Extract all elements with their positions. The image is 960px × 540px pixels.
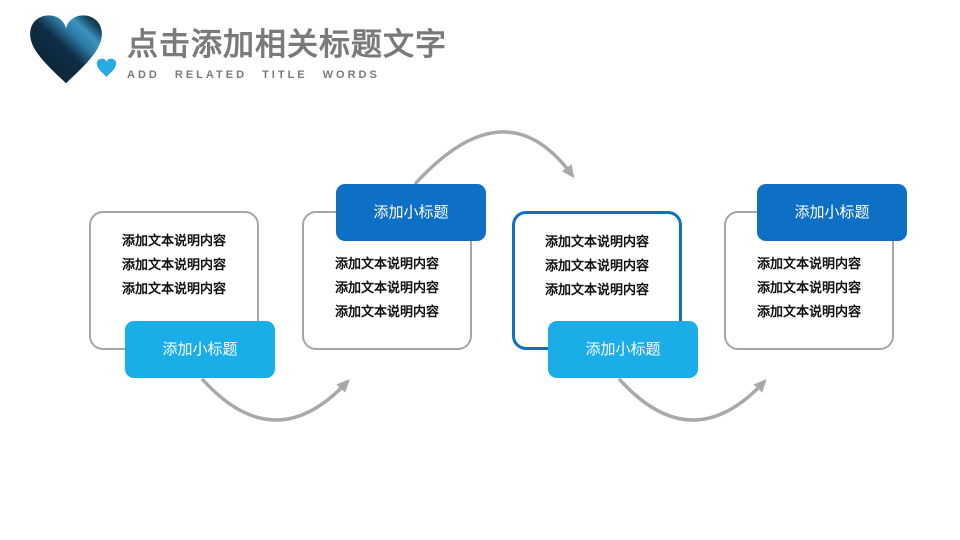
box-text-line: 添加文本说明内容 (756, 256, 861, 271)
curved-arrow-icon (618, 378, 767, 422)
box-text-line: 添加文本说明内容 (756, 304, 861, 319)
slide-title[interactable]: 点击添加相关标题文字 (127, 27, 447, 62)
box-text-line: 添加文本说明内容 (544, 258, 649, 273)
double-heart-logo (30, 15, 117, 84)
box-text-line: 添加文本说明内容 (334, 280, 439, 295)
step-label-4[interactable]: 添加小标题 (757, 184, 907, 241)
box-text-line: 添加文本说明内容 (544, 282, 649, 297)
box-text-line: 添加文本说明内容 (334, 304, 439, 319)
box-text-line: 添加文本说明内容 (544, 234, 649, 249)
curved-arrow-icon (201, 378, 350, 422)
step-label-2[interactable]: 添加小标题 (336, 184, 486, 241)
box-text-line: 添加文本说明内容 (121, 281, 226, 296)
step-box-3-text: 添加文本说明内容 添加文本说明内容 添加文本说明内容 (515, 214, 679, 302)
slide-subtitle[interactable]: ADD RELATED TITLE WORDS (127, 69, 380, 81)
box-text-line: 添加文本说明内容 (121, 257, 226, 272)
step-box-1-text: 添加文本说明内容 添加文本说明内容 添加文本说明内容 (91, 213, 257, 301)
small-heart-icon (96, 58, 117, 77)
box-text-line: 添加文本说明内容 (334, 256, 439, 271)
step-label-3[interactable]: 添加小标题 (548, 321, 698, 378)
step-label-1[interactable]: 添加小标题 (125, 321, 275, 378)
step-box-2-text: 添加文本说明内容 添加文本说明内容 添加文本说明内容 (304, 213, 470, 324)
curved-arrow-icon (414, 130, 575, 185)
big-heart-icon (30, 15, 102, 84)
box-text-line: 添加文本说明内容 (756, 280, 861, 295)
box-text-line: 添加文本说明内容 (121, 233, 226, 248)
step-box-4-text: 添加文本说明内容 添加文本说明内容 添加文本说明内容 (726, 213, 892, 324)
header-titles: 点击添加相关标题文字 ADD RELATED TITLE WORDS (127, 26, 447, 81)
